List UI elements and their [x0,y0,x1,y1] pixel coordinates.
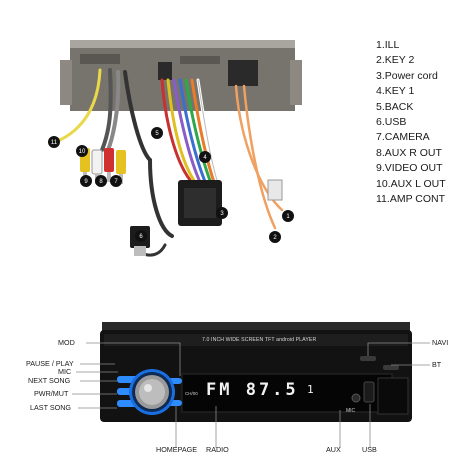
lcd-suffix: 1 [307,383,314,396]
unit-top-edge [102,322,410,332]
wire-markers: 1 2 3 4 5 6 7 8 9 10 11 [48,127,294,243]
navi-button[interactable] [360,356,376,361]
callout-aux: AUX [326,445,341,454]
marker-2: 2 [273,235,277,241]
wire-legend: 1.ILL 2.KEY 2 3.Power cord 4.KEY 1 5.BAC… [376,38,466,207]
callout-pause-play: PAUSE / PLAY [26,359,74,368]
marker-9: 9 [84,179,88,185]
lcd-window [181,373,393,413]
marker-11: 11 [51,140,58,146]
legend-item-3: 3.Power cord [376,69,438,82]
marker-1: 1 [286,214,290,220]
callout-bt: BT [432,360,442,369]
screen-banner: 7.0 INCH WIDE SCREEN TFT android PLAYER [202,337,317,343]
legend-item-1: 1.ILL [376,39,400,51]
marker-3: 3 [220,211,224,217]
iso-connector [178,180,222,226]
marker-5: 5 [155,131,159,137]
chassis-top-rail [70,40,295,48]
legend-item-11: 11.AMP CONT [376,192,446,205]
legend-item-7: 7.CAMERA [376,131,430,144]
callout-lines [72,342,430,448]
mic-port-label: MIC [346,408,356,414]
callout-homepage: HOMEPAGE [156,445,198,454]
callout-next-song: NEXT SONG [28,376,71,385]
usb-port[interactable] [363,381,375,403]
callout-pwr-mut: PWR/MUT [34,389,69,398]
callout-radio: RADIO [206,445,229,454]
callout-mic: MIC [58,367,72,376]
callout-usb: USB [362,445,377,454]
eject-panel[interactable] [377,377,409,415]
bt-button[interactable] [383,365,399,370]
legend-item-8: 8.AUX R OUT [376,146,442,159]
legend-item-9: 9.VIDEO OUT [376,162,443,175]
legend-item-2: 2.KEY 2 [376,54,415,67]
marker-4: 4 [203,155,207,161]
callout-last-song: LAST SONG [30,403,72,412]
callout-mod: MOD [58,338,75,347]
marker-10: 10 [79,149,86,155]
volume-knob[interactable] [129,369,175,415]
head-unit-front [72,322,430,448]
marker-6: 6 [139,234,143,240]
legend-item-4: 4.KEY 1 [376,85,415,98]
aux-port[interactable] [351,393,361,403]
marker-7: 7 [114,179,118,185]
wiring-harness-photo: 1 2 3 4 5 6 7 8 9 10 11 [48,40,302,257]
legend-item-5: 5.BACK [376,100,414,113]
lcd-readout: FM 87.5 [206,380,299,400]
marker-8: 8 [99,179,103,185]
legend-item-10: 10.AUX L OUT [376,177,446,190]
knob-badge: CH/00 [185,391,198,396]
legend-item-6: 6.USB [376,115,407,128]
callout-navi: NAVI [432,338,449,347]
